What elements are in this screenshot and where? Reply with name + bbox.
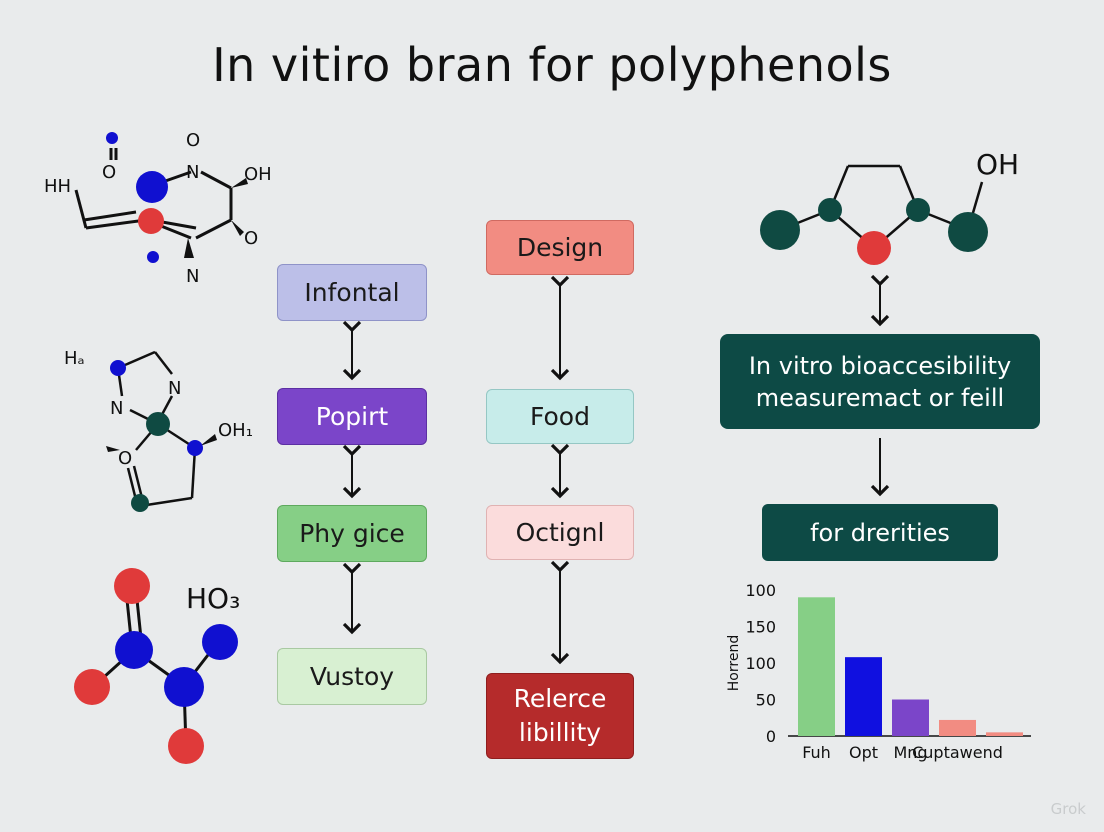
drerities-box: for drerities xyxy=(762,504,998,561)
molecule-label: HO₃ xyxy=(186,582,240,615)
y-tick-label: 100 xyxy=(745,581,776,600)
molecule-label: N xyxy=(186,162,199,183)
drerities-box-label: for drerities xyxy=(810,518,950,547)
molecule-label: OH₁ xyxy=(218,420,253,441)
molecule-label: HH xyxy=(44,176,71,197)
flow-box-label: Infontal xyxy=(304,278,400,307)
molecule-label: O xyxy=(102,162,116,183)
flow-box-infontal: Infontal xyxy=(277,264,427,321)
y-axis-label: Horrend xyxy=(726,635,742,691)
x-tick-label: Cuptawend xyxy=(912,743,1003,762)
bar xyxy=(798,597,835,736)
y-tick-label: 150 xyxy=(745,618,776,637)
molecule-label: O xyxy=(244,228,258,249)
x-tick-label: Mng xyxy=(893,743,927,762)
molecule-label: N xyxy=(186,266,199,287)
y-tick-label: 0 xyxy=(766,727,776,746)
flow-box-label: Design xyxy=(516,233,604,262)
page-title: In vitiro bran for polyphenols xyxy=(212,38,892,92)
molecule-bottom-left: HO₃ xyxy=(74,568,240,764)
flow-box-label: Octignl xyxy=(515,518,605,547)
flow-box-vustoy: Vustoy xyxy=(277,648,427,705)
flow-box-label: Food xyxy=(530,402,590,431)
watermark-text: Grok xyxy=(1050,800,1086,818)
y-tick-label: 100 xyxy=(745,654,776,673)
bar xyxy=(845,657,882,736)
molecule-label: OH xyxy=(976,148,1019,181)
molecule-label: O xyxy=(186,130,200,151)
x-tick-label: Opt xyxy=(849,743,878,762)
flow-box-label: Relerce libillity xyxy=(513,684,607,747)
bar xyxy=(892,699,929,736)
flow-box-label: Popirt xyxy=(315,402,389,431)
y-tick-label: 50 xyxy=(756,691,776,710)
molecule-top-left: HH O O N OH O N xyxy=(44,130,272,287)
bioaccessibility-box: In vitro bioaccesibility measuremact or … xyxy=(720,334,1040,429)
bar xyxy=(986,732,1023,736)
flow-box-design: Design xyxy=(486,220,634,275)
x-tick-label: Fuh xyxy=(802,743,831,762)
molecule-label: OH xyxy=(244,164,272,185)
flow-box-phy-gice: Phy gice xyxy=(277,505,427,562)
bar xyxy=(939,719,976,736)
flow-box-label: Phy gice xyxy=(299,519,405,548)
molecule-top-right: OH xyxy=(760,148,1019,265)
bioaccessibility-box-label: In vitro bioaccesibility measuremact or … xyxy=(748,351,1012,412)
flow-box-label: Vustoy xyxy=(309,662,395,691)
flow-box-relerce-libillity: Relerce libillity xyxy=(486,673,634,759)
flow-box-food: Food xyxy=(486,389,634,444)
flow-box-octignl: Octignl xyxy=(486,505,634,560)
molecule-label: N xyxy=(168,378,181,399)
flow-box-popirt: Popirt xyxy=(277,388,427,445)
molecule-label: Hₐ xyxy=(64,348,85,369)
molecule-label: O xyxy=(118,448,132,469)
molecule-label: N xyxy=(110,398,123,419)
molecule-middle-left: Hₐ N N OH₁ O xyxy=(64,348,253,512)
